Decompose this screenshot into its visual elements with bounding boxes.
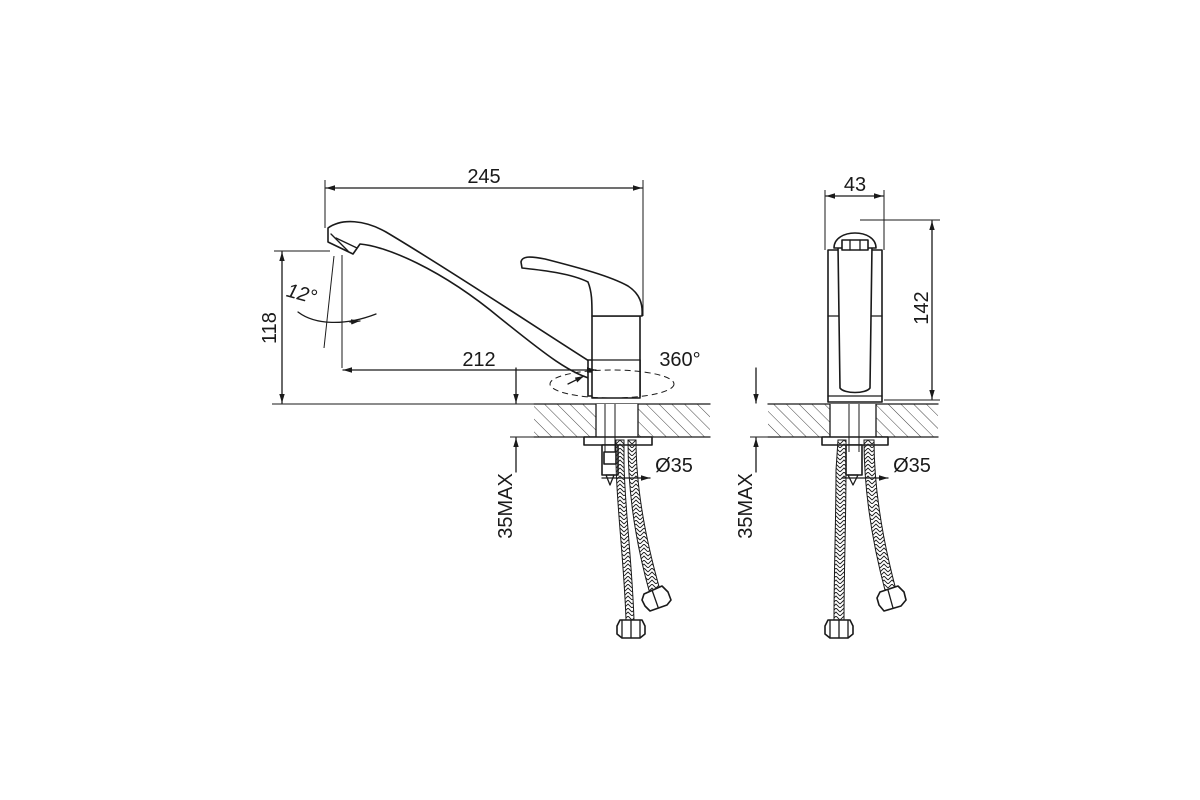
- rotation-ellipse: [549, 369, 675, 399]
- dimension-212-label: 212: [462, 349, 495, 371]
- front-view: 43 142 Ø35 35MAX: [735, 174, 940, 639]
- dimension-245-label: 245: [467, 166, 500, 188]
- dimension-35max-side-label: 35MAX: [495, 473, 517, 539]
- tilt-angle: 12°: [284, 255, 377, 368]
- dimension-43-label: 43: [844, 174, 866, 196]
- lever-handle-side: [520, 256, 643, 317]
- dimension-245: 245: [324, 166, 644, 316]
- spout-front: [837, 245, 873, 394]
- mounting-shank-front: [821, 404, 889, 486]
- dimension-118-label: 118: [259, 312, 281, 344]
- hole-diameter-label-side: Ø35: [655, 455, 693, 477]
- dimension-212: 212: [342, 349, 597, 373]
- rotation-label: 360°: [659, 349, 700, 371]
- dimension-35max-front-label: 35MAX: [735, 473, 757, 539]
- dimension-35max-side: 35MAX: [495, 367, 534, 539]
- dimension-43: 43: [824, 174, 885, 250]
- dimension-118: 118: [259, 250, 534, 405]
- side-view: 245 118 12° 212 360° Ø35: [259, 166, 711, 639]
- dimension-35max-front: 35MAX: [735, 367, 768, 539]
- countertop-side: [533, 403, 711, 438]
- faucet-body-side: [591, 315, 641, 399]
- dimension-142: 142: [860, 219, 940, 401]
- hole-diameter-label-front: Ø35: [893, 455, 931, 477]
- countertop-front: [767, 403, 939, 438]
- dimension-142-label: 142: [911, 291, 933, 324]
- supply-hoses-front: [824, 439, 907, 639]
- tilt-angle-label: 12°: [284, 280, 319, 309]
- supply-hoses-side: [615, 439, 672, 639]
